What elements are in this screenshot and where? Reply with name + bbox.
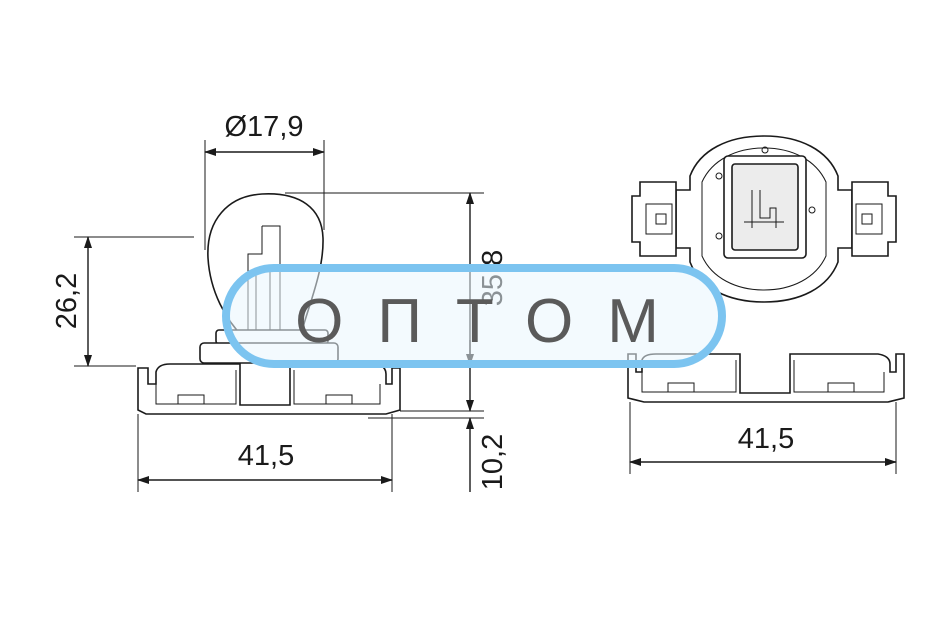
watermark-text: ОПТОМ xyxy=(295,287,693,356)
lamp-base xyxy=(137,363,401,415)
pin-left xyxy=(715,172,723,180)
watermark: ОПТОМ xyxy=(222,264,726,368)
right-tab xyxy=(851,181,897,257)
dim-label-height-reference: 26,2 xyxy=(51,273,83,329)
dim-label-width-left: 41,5 xyxy=(238,440,294,472)
left-tab xyxy=(631,181,677,257)
dim-label-diameter: Ø17,9 xyxy=(225,111,304,143)
front-contact-right xyxy=(827,382,855,393)
right-tab-latch xyxy=(861,213,873,225)
left-tab-slot xyxy=(645,203,673,235)
top-view-ring xyxy=(701,147,827,291)
filament-symbol xyxy=(744,190,784,228)
pin-top xyxy=(761,146,769,154)
filament-holder xyxy=(247,225,281,338)
base-contact-left xyxy=(177,394,205,405)
pin-right xyxy=(808,206,816,214)
center-socket-inner xyxy=(731,163,799,251)
dim-label-width-right: 41,5 xyxy=(738,423,794,455)
right-tab-slot xyxy=(855,203,883,235)
dim-label-base-height: 10,2 xyxy=(477,434,509,490)
front-contact-left xyxy=(667,382,695,393)
front-view: 41,5 xyxy=(627,353,905,474)
base-contact-right xyxy=(325,394,353,405)
watermark-frame xyxy=(222,264,726,368)
left-tab-latch xyxy=(655,213,667,225)
pin-bottom xyxy=(715,232,723,240)
